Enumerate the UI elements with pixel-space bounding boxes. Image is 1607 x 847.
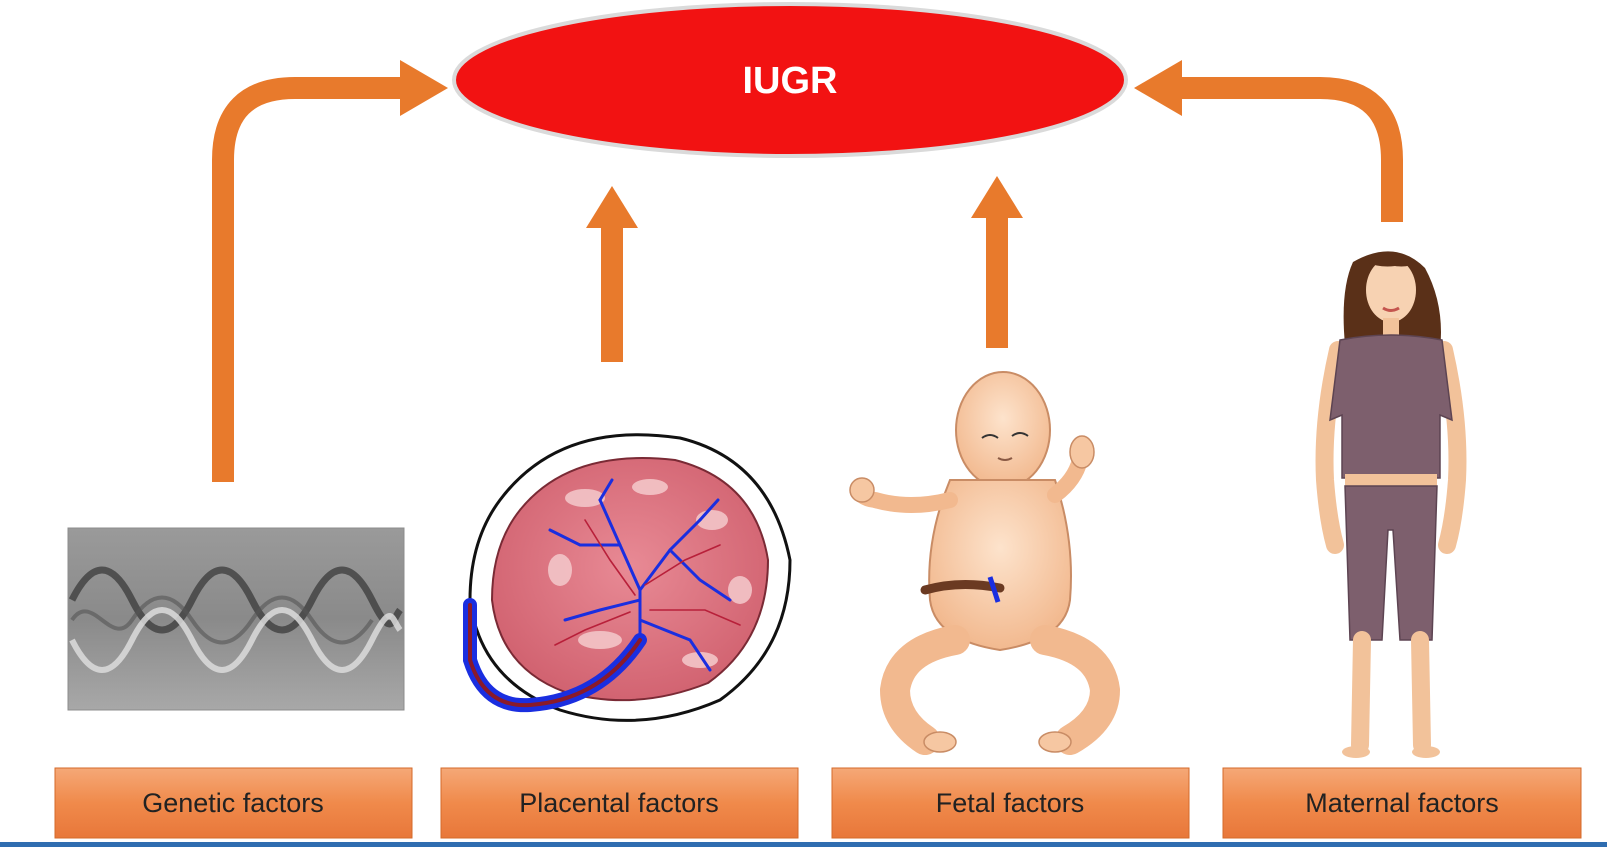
factor-label-genetic: Genetic factors bbox=[142, 788, 324, 818]
fetus-illustration bbox=[849, 371, 1121, 755]
arrowhead-placental bbox=[586, 186, 638, 228]
arrow-genetic bbox=[212, 77, 405, 482]
bottom-rule bbox=[0, 842, 1607, 847]
placenta-illustration bbox=[463, 433, 792, 722]
factor-label-maternal: Maternal factors bbox=[1305, 788, 1499, 818]
factor-box-placental: Placental factors bbox=[440, 767, 799, 839]
factor-box-genetic: Genetic factors bbox=[54, 767, 413, 839]
iugr-title: IUGR bbox=[743, 60, 838, 102]
factor-box-maternal: Maternal factors bbox=[1222, 767, 1582, 839]
arrow-maternal bbox=[1178, 77, 1403, 222]
factor-box-fetal: Fetal factors bbox=[831, 767, 1190, 839]
arrowhead-genetic bbox=[400, 60, 448, 116]
factor-label-placental: Placental factors bbox=[519, 788, 719, 818]
iugr-node: IUGR bbox=[452, 2, 1128, 158]
woman-illustration bbox=[1315, 251, 1467, 758]
iugr-ellipse bbox=[452, 2, 1128, 158]
factor-label-fetal: Fetal factors bbox=[936, 788, 1085, 818]
dna-image bbox=[67, 527, 405, 711]
arrowhead-maternal bbox=[1134, 60, 1182, 116]
arrowhead-fetal bbox=[971, 176, 1023, 218]
